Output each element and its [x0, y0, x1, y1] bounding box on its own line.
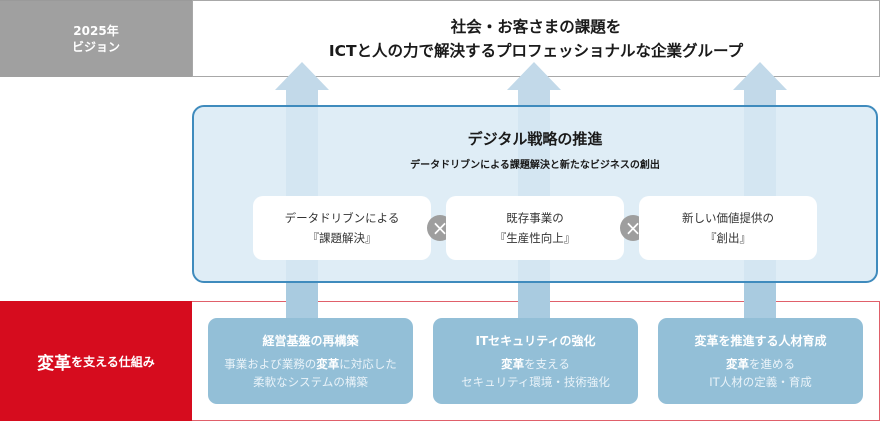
reform-label-emphasis: 変革 — [37, 353, 72, 374]
card-text: に対応した — [339, 356, 397, 371]
pillar-line2: 『創出』 — [705, 231, 751, 245]
card-title: 経営基盤の再構築 — [262, 333, 359, 348]
card-line2: 柔軟なシステムの構築 — [253, 374, 368, 389]
pillar-line1: データドリブンによる — [284, 211, 400, 225]
pillar-line2: 『課題解決』 — [307, 231, 377, 245]
digital-strategy-subtitle: データドリブンによる課題解決と新たなビジネスの創出 — [410, 160, 660, 171]
pillar-line2: 『生産性向上』 — [494, 231, 576, 245]
card-title: ITセキュリティの強化 — [475, 333, 596, 348]
reform-card-security: ITセキュリティの強化 変革を支える セキュリティ環境・技術強化 — [433, 318, 638, 404]
card-title: 変革を推進する人材育成 — [694, 333, 827, 348]
vision-statement-line2: ICTと人の力で解決するプロフェッショナルな企業グループ — [328, 41, 744, 60]
pillar-problem-solving: データドリブンによる 『課題解決』 — [253, 196, 431, 260]
vision-label: 2025年 ビジョン — [0, 0, 192, 77]
reform-card-talent: 変革を推進する人材育成 変革を進める IT人材の定義・育成 — [658, 318, 863, 404]
reform-label: 変革を支える仕組み — [0, 301, 192, 421]
card-emphasis: 変革 — [726, 356, 749, 371]
card-text: 事業および業務の — [224, 356, 317, 371]
vision-label-text: ビジョン — [71, 40, 120, 54]
connector-left — [286, 283, 318, 319]
card-text: を支える — [524, 356, 570, 371]
connector-right — [744, 283, 776, 319]
reform-label-rest: を支える仕組み — [71, 354, 155, 369]
card-text: を進める — [749, 356, 795, 371]
pillar-line1: 既存事業の — [506, 211, 564, 225]
card-line2: セキュリティ環境・技術強化 — [461, 374, 610, 389]
pillar-productivity: 既存事業の 『生産性向上』 — [446, 196, 624, 260]
pillar-value-creation: 新しい価値提供の 『創出』 — [639, 196, 817, 260]
vision-statement-line1: 社会・お客さまの課題を — [450, 17, 622, 36]
card-line1: 変革を進める — [726, 355, 795, 373]
card-emphasis: 変革 — [501, 356, 525, 371]
card-line1: 変革を支える — [501, 355, 570, 373]
card-emphasis: 変革 — [316, 356, 340, 371]
pillar-line1: 新しい価値提供の — [682, 211, 774, 225]
digital-strategy-title: デジタル戦略の推進 — [467, 130, 603, 148]
vision-label-year: 2025年 — [73, 24, 119, 38]
card-line2: IT人材の定義・育成 — [709, 374, 812, 389]
connector-center — [518, 283, 550, 319]
card-line1: 事業および業務の変革に対応した — [224, 355, 397, 373]
reform-card-infrastructure: 経営基盤の再構築 事業および業務の変革に対応した 柔軟なシステムの構築 — [208, 318, 413, 404]
